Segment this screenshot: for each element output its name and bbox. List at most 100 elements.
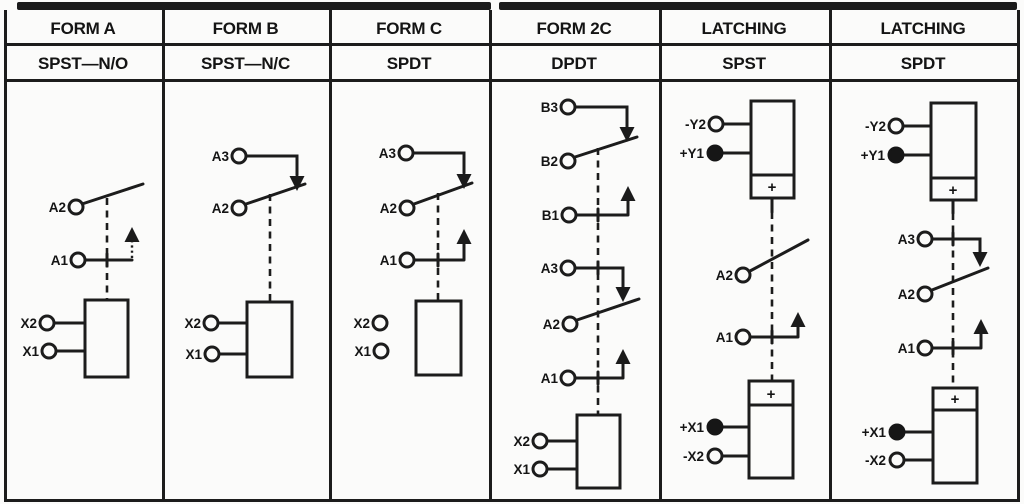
terminal-y1-label: +Y1 bbox=[680, 146, 705, 161]
terminal-b3 bbox=[559, 98, 577, 116]
terminal-x1 bbox=[531, 460, 549, 478]
latching-spdt-diagram: + + -Y2 +Y1 A3 A2 A1 +X1 -X2 bbox=[861, 101, 990, 485]
terminal-y1-filled bbox=[887, 146, 905, 164]
terminal-a1-label: A1 bbox=[380, 253, 398, 268]
header-bottom-divider bbox=[4, 78, 1020, 82]
up-arrow bbox=[620, 186, 636, 201]
terminal-x1 bbox=[203, 345, 221, 363]
terminal-a1 bbox=[559, 369, 577, 387]
terminal-a2 bbox=[561, 315, 579, 333]
terminal-a2 bbox=[734, 266, 752, 284]
header-form-label: FORM A bbox=[50, 19, 116, 38]
terminal-a1 bbox=[398, 251, 416, 269]
header-type-label: SPST—N/O bbox=[37, 54, 129, 73]
terminal-a1 bbox=[69, 251, 87, 269]
terminal-x1-label: +X1 bbox=[680, 420, 705, 435]
terminal-y1-filled bbox=[706, 144, 724, 162]
terminal-a3-label: A3 bbox=[379, 146, 397, 161]
column-header-form-c: FORM C SPDT bbox=[329, 10, 489, 80]
terminal-b3-label: B3 bbox=[541, 100, 559, 115]
terminal-b2-label: B2 bbox=[541, 154, 558, 169]
terminal-x2-label: X2 bbox=[513, 434, 530, 449]
header-form-label: LATCHING bbox=[880, 19, 966, 38]
column-header-latching-spst: LATCHING SPST bbox=[659, 10, 829, 80]
terminal-a2-label: A2 bbox=[716, 268, 733, 283]
terminal-y2 bbox=[887, 117, 905, 135]
down-arrow bbox=[972, 252, 988, 267]
contact-lines bbox=[216, 154, 307, 356]
form-a-diagram: A2 A1 X2 X1 bbox=[20, 182, 145, 379]
down-arrow bbox=[615, 287, 631, 302]
terminal-a3 bbox=[916, 230, 934, 248]
latching-spst-diagram: + + -Y2 +Y1 A2 A1 +X1 -X2 bbox=[680, 99, 810, 480]
terminal-a2 bbox=[230, 199, 248, 217]
column-divider bbox=[829, 10, 832, 501]
coil-terminal-lines bbox=[545, 439, 579, 471]
down-arrow bbox=[289, 176, 305, 191]
header-form-label: FORM C bbox=[376, 19, 442, 38]
terminal-x2-label: -X2 bbox=[683, 449, 704, 464]
terminal-x2-label: X2 bbox=[20, 316, 37, 331]
coil-polarity-plus: + bbox=[951, 391, 960, 408]
terminal-x2-label: X2 bbox=[184, 316, 201, 331]
down-arrow bbox=[619, 127, 635, 142]
coil-polarity-plus: + bbox=[949, 182, 958, 199]
terminal-b2 bbox=[559, 152, 577, 170]
terminal-a2 bbox=[67, 198, 85, 216]
terminal-a2 bbox=[916, 285, 934, 303]
terminal-a3 bbox=[559, 259, 577, 277]
contact-lines bbox=[52, 182, 145, 353]
terminal-x1 bbox=[40, 342, 58, 360]
coil bbox=[83, 298, 130, 379]
terminal-x1-label: +X1 bbox=[862, 425, 887, 440]
coil bbox=[414, 299, 463, 377]
schematics-canvas: A2 A1 X2 X1 A3 A2 X2 X1 bbox=[20, 98, 990, 490]
terminal-a2-label: A2 bbox=[212, 201, 229, 216]
form-c-diagram: A3 A2 A1 X2 X1 bbox=[353, 144, 474, 377]
coil bbox=[575, 413, 622, 490]
terminal-x2-label: X2 bbox=[353, 316, 370, 331]
terminal-x2 bbox=[202, 314, 220, 332]
column-header-form-a: FORM A SPST—N/O bbox=[4, 10, 162, 80]
header-type-label: DPDT bbox=[551, 54, 597, 73]
terminal-x2 bbox=[38, 314, 56, 332]
coil bbox=[245, 300, 294, 379]
column-header-form-b: FORM B SPST—N/C bbox=[162, 10, 329, 80]
column-divider bbox=[659, 10, 662, 501]
table-border-bottom bbox=[4, 498, 1020, 502]
header-form-label: LATCHING bbox=[701, 19, 787, 38]
latch-coil-upper bbox=[929, 101, 978, 202]
up-arrow bbox=[124, 227, 140, 242]
terminal-b1-label: B1 bbox=[542, 208, 560, 223]
column-header-latching-spdt: LATCHING SPDT bbox=[829, 10, 1017, 80]
scan-top-bar bbox=[17, 2, 491, 10]
header-form-label: FORM 2C bbox=[536, 19, 612, 38]
column-divider bbox=[329, 10, 332, 501]
down-arrow bbox=[456, 174, 472, 189]
latch-coil-lower bbox=[747, 379, 795, 480]
terminal-a2-label: A2 bbox=[898, 287, 915, 302]
header-type-label: SPDT bbox=[386, 54, 432, 73]
terminal-x2-label: -X2 bbox=[865, 453, 886, 468]
terminal-a3-label: A3 bbox=[541, 261, 559, 276]
terminal-y2-label: -Y2 bbox=[685, 117, 706, 132]
terminal-a3-label: A3 bbox=[212, 149, 230, 164]
table-border-right bbox=[1017, 10, 1020, 501]
terminal-a1-label: A1 bbox=[51, 253, 69, 268]
header-type-label: SPST—N/C bbox=[200, 54, 291, 73]
terminal-a3 bbox=[397, 144, 415, 162]
header-row-divider bbox=[4, 43, 1020, 46]
up-arrow bbox=[790, 312, 806, 327]
terminal-x2 bbox=[706, 447, 724, 465]
latch-coil-upper bbox=[749, 99, 796, 200]
terminal-a2-label: A2 bbox=[380, 201, 397, 216]
terminal-a1-label: A1 bbox=[716, 330, 734, 345]
header-type-label: SPST bbox=[722, 54, 766, 73]
up-arrow bbox=[615, 349, 631, 364]
table-border-left bbox=[4, 10, 7, 501]
terminal-a3-label: A3 bbox=[898, 232, 916, 247]
terminal-a1 bbox=[734, 328, 752, 346]
up-arrow bbox=[973, 319, 989, 334]
scan-top-bar bbox=[499, 2, 1017, 10]
up-arrow bbox=[456, 229, 472, 244]
